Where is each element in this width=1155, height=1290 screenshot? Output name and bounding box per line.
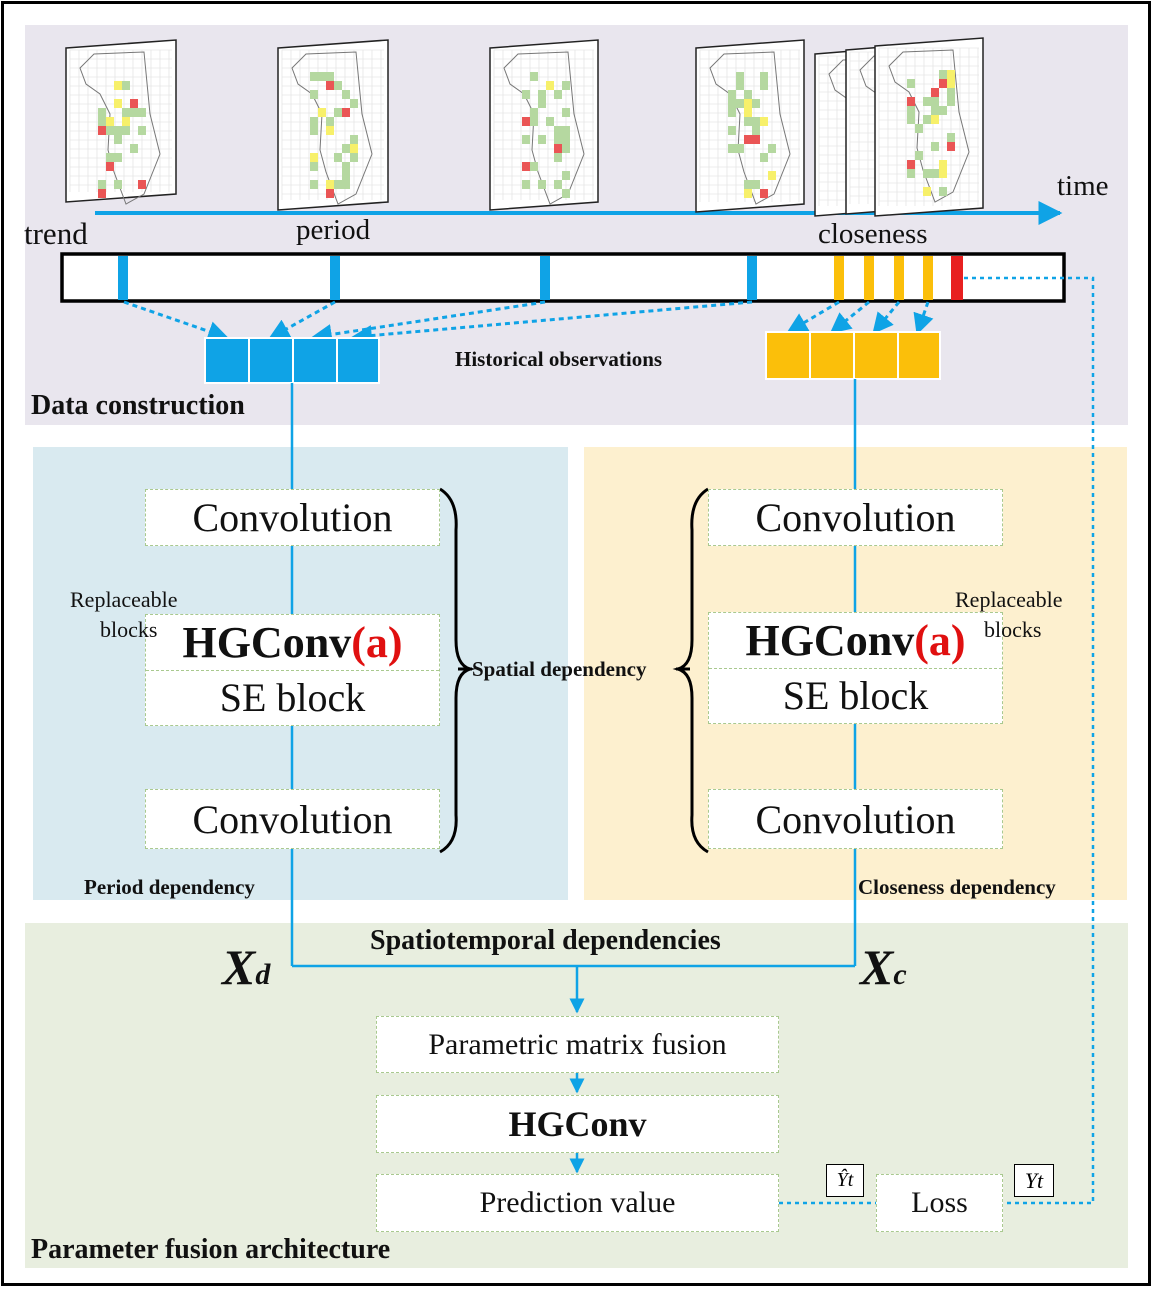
map-sheets [65,37,984,217]
timeline-closeness-tick-3 [894,256,904,300]
period-conv-bottom-text: Convolution [192,796,393,842]
fusion-hgconv-box: HGConv [376,1095,779,1153]
spatial-dependency-label: Spatial dependency [472,657,647,681]
closeness-history-blocks [765,331,941,380]
prediction-box: Prediction value [376,1174,779,1232]
xd-label: Xd [222,939,271,995]
period-se-block-text: SE block [146,669,439,725]
map-sheet-period-3 [695,39,805,213]
xc-label: Xc [860,939,907,995]
period-conv-top-text: Convolution [192,495,393,540]
period-hgconv-text: HGConv(a) [182,617,403,667]
period-replaceable-label: Replaceable [70,587,178,612]
matrix-fusion-text: Parametric matrix fusion [428,1027,727,1061]
data-construction-title: Data construction [31,390,245,421]
map-sheet-trend [65,39,177,205]
timeline-closeness-tick-2 [864,256,874,300]
timeline-period-tick-2 [540,256,550,300]
timeline-period-tick-3 [747,256,757,300]
closeness-conv-bottom-box: Convolution [708,789,1003,849]
timeline-closeness-tick-4 [923,256,933,300]
closeness-conv-top-box: Convolution [708,489,1003,546]
loss-box: Loss [876,1174,1003,1232]
trend-label: trend [24,216,88,251]
closeness-replaceable-label: Replaceable [955,587,1063,612]
period-dependency-title: Period dependency [84,875,255,899]
closeness-hgconv-text: HGConv(a) [745,615,966,665]
timeline-period-tick-1 [330,256,340,300]
closeness-dependency-title: Closeness dependency [858,875,1056,899]
historical-observations-label: Historical observations [455,347,663,371]
prediction-text: Prediction value [479,1186,676,1219]
closeness-se-block-text: SE block [709,667,1002,723]
period-history-blocks [204,337,380,384]
map-sheet-period-2 [489,39,599,211]
closeness-label: closeness [818,218,928,250]
loss-text: Loss [911,1186,968,1219]
closeness-conv-bottom-text: Convolution [755,796,956,842]
timeline-target-tick [951,256,963,300]
period-replaceable-block: HGConv(a) SE block [145,614,440,726]
closeness-blocks-label: blocks [984,617,1042,642]
parameter-fusion-title: Parameter fusion architecture [31,1234,391,1265]
timeline-closeness-tick-1 [834,256,844,300]
map-sheet-period-1 [277,39,389,211]
period-blocks-label: blocks [100,617,158,642]
history-dashed-arrows [123,300,934,346]
spatiotemporal-label: Spatiotemporal dependencies [370,925,721,956]
closeness-conv-top-text: Convolution [755,495,956,540]
period-conv-bottom-box: Convolution [145,789,440,849]
period-conv-top-box: Convolution [145,489,440,546]
timeline-trend-tick [118,256,128,300]
true-y-badge: Yt [1014,1164,1054,1197]
fusion-hgconv-text: HGConv [508,1104,647,1144]
map-sheet-closeness-3 [874,37,984,217]
predicted-y-badge: Ŷt [826,1164,864,1197]
time-label: time [1057,170,1109,202]
period-label: period [296,214,371,246]
target-to-loss-dashed-line [964,276,1095,1205]
closeness-replaceable-block: HGConv(a) SE block [708,612,1003,724]
matrix-fusion-box: Parametric matrix fusion [376,1016,779,1073]
